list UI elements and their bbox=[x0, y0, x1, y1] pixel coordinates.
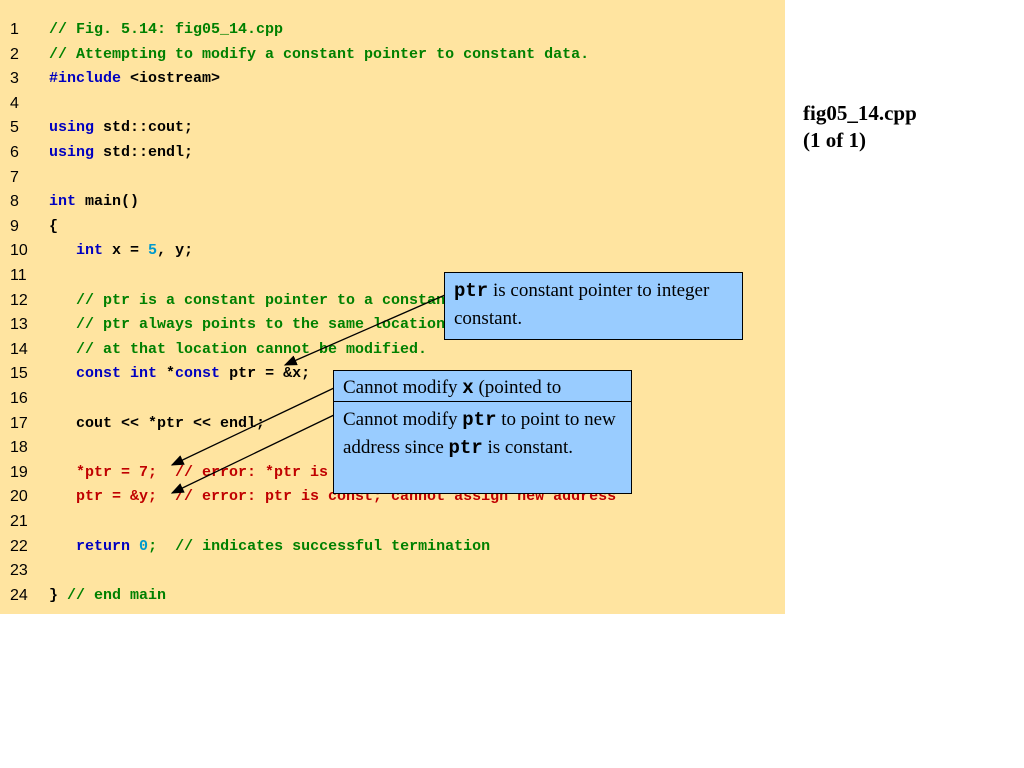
callout-text: is constant pointer to integer constant. bbox=[454, 280, 710, 329]
line-number: 23 bbox=[10, 562, 28, 580]
code-token: int bbox=[76, 242, 104, 260]
code-token: // Attempting to modify a constant point… bbox=[49, 45, 590, 63]
line-number: 8 bbox=[10, 193, 19, 211]
line-number: 16 bbox=[10, 390, 28, 407]
callout-text: (pointed to bbox=[473, 377, 562, 398]
code-token: // at that location cannot be modified. bbox=[49, 340, 428, 358]
code-token: int bbox=[49, 193, 77, 211]
code-token: std::cout; bbox=[94, 119, 194, 137]
callout-code-ptr: ptr bbox=[462, 409, 497, 431]
code-token: ; // indicates successful termination bbox=[148, 537, 491, 555]
code-text: cout << *ptr << endl; bbox=[49, 414, 265, 434]
code-token: ptr = &x; bbox=[220, 365, 311, 383]
line-number: 9 bbox=[10, 217, 19, 235]
line-number: 6 bbox=[10, 144, 19, 161]
arrow-to-line-20 bbox=[170, 414, 335, 494]
callout-text: is constant. bbox=[482, 437, 574, 458]
line-number: 17 bbox=[10, 414, 28, 432]
code-token: std::endl; bbox=[94, 144, 194, 161]
line-number: 7 bbox=[10, 168, 19, 186]
code-token: { bbox=[49, 217, 59, 235]
code-token: <iostream> bbox=[121, 70, 221, 88]
code-text: int x = 5, y; bbox=[49, 241, 193, 261]
line-number: 1 bbox=[10, 21, 19, 38]
file-name-label: fig05_14.cpp bbox=[803, 101, 917, 125]
page-count-label: (1 of 1) bbox=[803, 128, 866, 152]
code-token: return bbox=[76, 537, 131, 555]
code-token: cout << *ptr << endl; bbox=[49, 414, 266, 432]
callout-code-ptr: ptr bbox=[454, 280, 489, 302]
line-number: 15 bbox=[10, 365, 28, 383]
code-text: // Fig. 5.14: fig05_14.cpp bbox=[49, 20, 283, 40]
code-text: } // end main bbox=[49, 586, 166, 606]
code-token: 0 bbox=[139, 537, 149, 555]
line-number: 5 bbox=[10, 119, 19, 137]
code-text: // Attempting to modify a constant point… bbox=[49, 45, 589, 65]
line-number: 14 bbox=[10, 340, 28, 358]
slide-caption: fig05_14.cpp (1 of 1) bbox=[803, 100, 917, 154]
code-token: } bbox=[49, 586, 68, 604]
line-number: 3 bbox=[10, 70, 19, 88]
line-number: 11 bbox=[10, 267, 27, 284]
line-number: 22 bbox=[10, 537, 28, 555]
line-number: 21 bbox=[10, 513, 28, 530]
line-number: 10 bbox=[10, 242, 28, 260]
code-text: return 0; // indicates successful termin… bbox=[49, 537, 490, 557]
callout-text: Cannot modify bbox=[343, 409, 463, 430]
code-token: // Fig. 5.14: fig05_14.cpp bbox=[49, 21, 284, 38]
code-token: 5 bbox=[148, 242, 158, 260]
code-token: main() bbox=[76, 193, 140, 211]
line-number: 2 bbox=[10, 45, 19, 63]
line-number: 19 bbox=[10, 463, 28, 481]
line-number: 18 bbox=[10, 439, 28, 457]
code-token: const int bbox=[76, 365, 158, 383]
line-number: 12 bbox=[10, 291, 28, 309]
callout-text: Cannot modify bbox=[343, 377, 463, 398]
code-text: #include <iostream> bbox=[49, 69, 220, 89]
code-token: * bbox=[157, 365, 176, 383]
code-token: #include bbox=[49, 70, 122, 88]
callout-modify-x: Cannot modify x (pointed to bbox=[333, 370, 632, 404]
arrow-to-line-15 bbox=[283, 294, 446, 366]
code-token: const bbox=[175, 365, 221, 383]
code-text: using std::cout; bbox=[49, 118, 193, 138]
line-number: 13 bbox=[10, 316, 28, 334]
code-text: // at that location cannot be modified. bbox=[49, 340, 427, 360]
code-token: using bbox=[49, 144, 95, 161]
line-number: 20 bbox=[10, 488, 28, 506]
callout-text: to point to new address since bbox=[343, 409, 616, 458]
code-token: x = bbox=[103, 242, 149, 260]
callout-code-ptr: ptr bbox=[448, 437, 483, 459]
code-text: using std::endl; bbox=[49, 143, 193, 163]
code-text: int main() bbox=[49, 192, 139, 212]
arrow-to-line-19 bbox=[170, 387, 335, 466]
line-number: 24 bbox=[10, 586, 28, 604]
callout-modify-ptr-address: Cannot modify ptr to point to new addres… bbox=[333, 401, 632, 494]
callout-ptr-constant: ptr is constant pointer to integer const… bbox=[444, 272, 743, 340]
line-number: 4 bbox=[10, 94, 19, 112]
code-text: { bbox=[49, 217, 58, 237]
code-token: , y; bbox=[157, 242, 194, 260]
code-text: const int *const ptr = &x; bbox=[49, 364, 310, 384]
callout-code-x: x bbox=[462, 377, 474, 399]
code-token: // end main bbox=[67, 586, 167, 604]
code-token: using bbox=[49, 119, 95, 137]
